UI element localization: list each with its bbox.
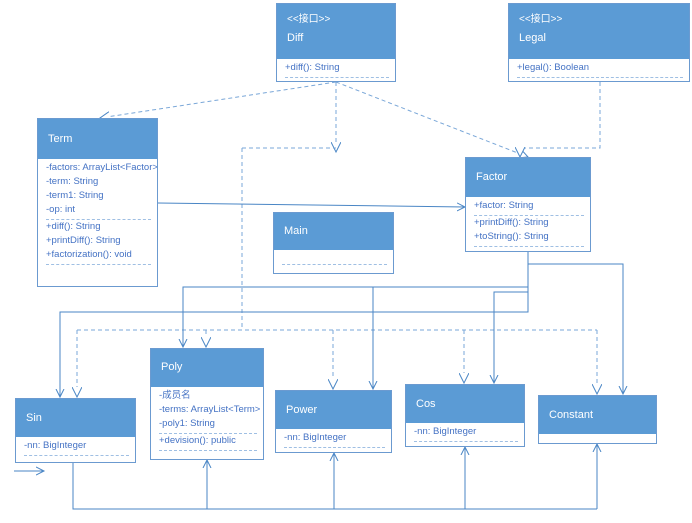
- attributes-section: -nn: BigInteger: [414, 425, 518, 442]
- attributes-section: [547, 436, 650, 443]
- term-realizes-diff: [100, 81, 337, 118]
- stereotype-label: <<接口>>: [287, 14, 331, 25]
- class-constant-body: [539, 434, 656, 443]
- class-diff-header: <<接口>> Diff: [277, 4, 395, 59]
- attribute: -nn: BigInteger: [414, 426, 477, 437]
- term-to-factor: [157, 203, 465, 207]
- attribute: -op: int: [46, 204, 76, 215]
- class-power-body: -nn: BigInteger: [276, 429, 391, 448]
- class-diff-body: +diff(): String: [277, 59, 395, 78]
- class-name: Factor: [476, 171, 508, 183]
- attributes-section: +factor: String: [474, 199, 584, 216]
- class-constant[interactable]: Constant: [538, 395, 657, 444]
- class-main-header: Main: [274, 213, 393, 250]
- method: +printDiff(): String: [46, 235, 121, 246]
- attribute: +factor: String: [474, 200, 534, 211]
- method: +devision(): public: [159, 435, 236, 446]
- class-name: Power: [286, 404, 318, 416]
- association-lines: [14, 203, 623, 510]
- class-factor[interactable]: Factor +factor: String +printDiff(): Str…: [465, 157, 591, 252]
- attribute: -term: String: [46, 176, 99, 187]
- class-name: Diff: [287, 32, 304, 44]
- class-cos[interactable]: Cos -nn: BigInteger: [405, 384, 525, 447]
- class-name: Sin: [26, 412, 42, 424]
- class-power-header: Power: [276, 391, 391, 429]
- factor-to-sin: [60, 287, 529, 397]
- attribute: -nn: BigInteger: [284, 432, 347, 443]
- class-name: Poly: [161, 361, 183, 373]
- class-sin[interactable]: Sin -nn: BigInteger: [15, 398, 136, 463]
- class-cos-body: -nn: BigInteger: [406, 423, 524, 442]
- stereotype-label: <<接口>>: [519, 14, 563, 25]
- class-name: Term: [48, 133, 73, 145]
- class-sin-body: -nn: BigInteger: [16, 437, 135, 456]
- methods-section: +diff(): String +printDiff(): String +fa…: [46, 220, 151, 265]
- class-main[interactable]: Main: [273, 212, 394, 274]
- attributes-section: -nn: BigInteger: [24, 439, 129, 456]
- class-factor-header: Factor: [466, 158, 590, 197]
- method: +diff(): String: [46, 221, 101, 232]
- method: +factorization(): void: [46, 249, 132, 260]
- method: +toString(): String: [474, 231, 549, 242]
- method: +printDiff(): String: [474, 217, 549, 228]
- attribute: -poly1: String: [159, 418, 215, 429]
- methods-section: +printDiff(): String +toString(): String: [474, 216, 584, 247]
- class-poly-header: Poly: [151, 349, 263, 387]
- class-name: Legal: [519, 32, 546, 44]
- method: +diff(): String: [285, 62, 340, 73]
- class-diff[interactable]: <<接口>> Diff +diff(): String: [276, 3, 396, 82]
- class-legal-body: +legal(): Boolean: [509, 59, 689, 78]
- attributes-section: [282, 252, 387, 265]
- bottom-bus: [72, 463, 597, 510]
- class-constant-header: Constant: [539, 396, 656, 434]
- factor-to-constant: [527, 252, 623, 394]
- factor-to-power: [373, 252, 529, 389]
- class-name: Cos: [416, 398, 436, 410]
- class-legal[interactable]: <<接口>> Legal +legal(): Boolean: [508, 3, 690, 82]
- attribute: -成员名: [159, 390, 191, 401]
- class-term-body: -factors: ArrayList<Factor> -term: Strin…: [38, 159, 157, 265]
- attributes-section: -成员名 -terms: ArrayList<Term> -poly1: Str…: [159, 389, 261, 434]
- methods-section: +devision(): public: [159, 434, 257, 451]
- class-poly[interactable]: Poly -成员名 -terms: ArrayList<Term> -poly1…: [150, 348, 264, 460]
- attribute: -nn: BigInteger: [24, 440, 87, 451]
- class-name: Constant: [549, 409, 594, 421]
- attributes-section: -factors: ArrayList<Factor> -term: Strin…: [46, 161, 158, 220]
- method: +legal(): Boolean: [517, 62, 590, 73]
- class-term[interactable]: Term -factors: ArrayList<Factor> -term: …: [37, 118, 158, 287]
- attribute: -factors: ArrayList<Factor>: [46, 162, 158, 173]
- class-name: Main: [284, 225, 308, 237]
- realization-lines: [77, 81, 601, 397]
- factor-to-cos: [494, 252, 529, 383]
- methods-section: +diff(): String: [285, 61, 389, 78]
- class-term-header: Term: [38, 119, 157, 159]
- attribute: -term1: String: [46, 190, 104, 201]
- class-factor-body: +factor: String +printDiff(): String +to…: [466, 197, 590, 247]
- class-legal-header: <<接口>> Legal: [509, 4, 689, 59]
- class-main-body: [274, 250, 393, 265]
- class-sin-header: Sin: [16, 399, 135, 437]
- class-power[interactable]: Power -nn: BigInteger: [275, 390, 392, 453]
- attribute: -terms: ArrayList<Term>: [159, 404, 261, 415]
- attributes-section: -nn: BigInteger: [284, 431, 385, 448]
- legal-realization: [520, 82, 601, 157]
- factor-realizes-diff: [335, 81, 528, 157]
- class-poly-body: -成员名 -terms: ArrayList<Term> -poly1: Str…: [151, 387, 263, 451]
- methods-section: +legal(): Boolean: [517, 61, 683, 78]
- class-cos-header: Cos: [406, 385, 524, 423]
